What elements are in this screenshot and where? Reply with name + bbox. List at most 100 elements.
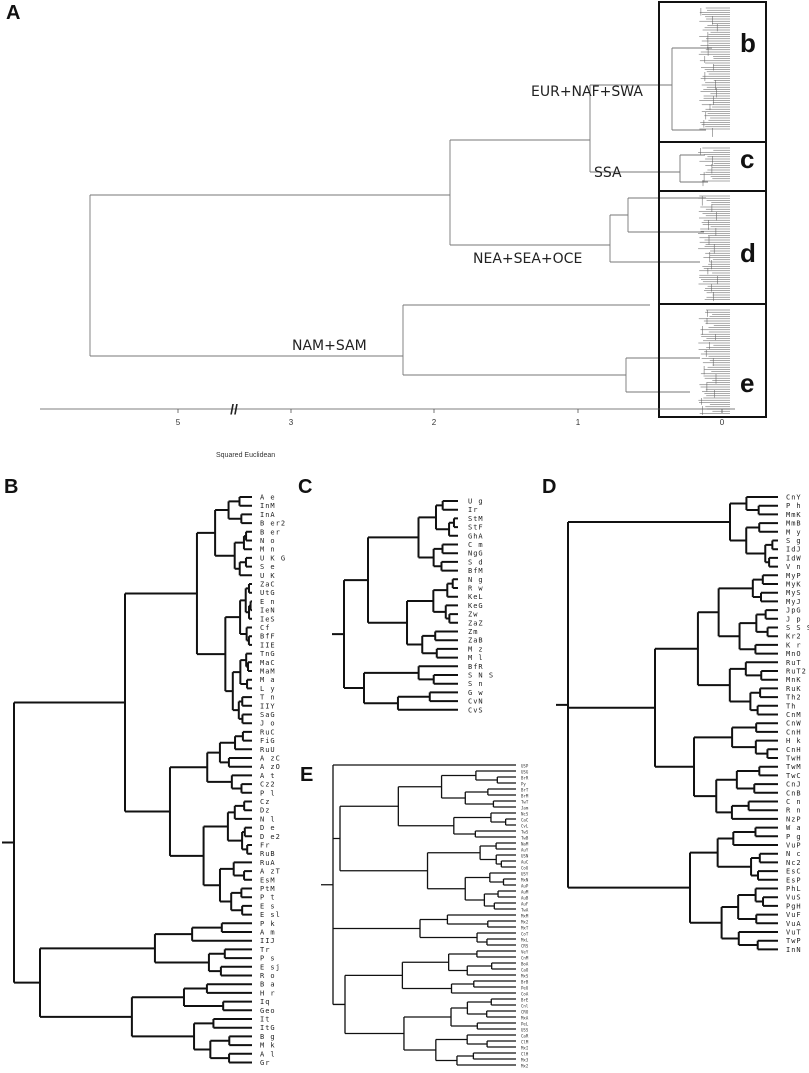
- axis-tick-5: 5: [176, 418, 181, 427]
- tree-d-leaf-label: H k: [786, 737, 802, 745]
- tree-c-leaf-label: KeL: [468, 593, 484, 601]
- tree-d-leaf-label: Nc2: [786, 859, 802, 867]
- tree-c-leaf-label: GhA: [468, 532, 484, 540]
- leaf-bundle-2: [698, 195, 730, 302]
- tree-d-leaf-label: VuS: [786, 894, 802, 902]
- tree-c-leaf-label: M l: [468, 654, 484, 662]
- tree-e-leaf-label: Cnl: [521, 1004, 529, 1009]
- panel-letter-d: D: [542, 476, 557, 498]
- tree-b-leaf-label: E sj: [260, 963, 281, 971]
- box-label-e: e: [740, 368, 754, 398]
- tree-b-leaf-label: N l: [260, 815, 276, 823]
- tree-d-leaf-label: VuA: [786, 920, 802, 928]
- tree-b-leaf-label: MaM: [260, 668, 276, 676]
- tree-d-leaf-label: MmK: [786, 511, 802, 519]
- tree-d-leaf-label: IdW: [786, 554, 802, 562]
- tree-b-leaf-label: Cf: [260, 624, 270, 632]
- tree-e-leaf-label: PeL: [521, 1022, 529, 1027]
- tree-c-leaf-label: BfM: [468, 567, 484, 575]
- tree-b-leaf-label: Tr: [260, 946, 270, 954]
- axis-tick-2: 2: [432, 418, 437, 427]
- tree-d-leaf-label: PhL: [786, 885, 802, 893]
- tree-b-branches: [2, 496, 252, 1064]
- tree-e-leaf-label: BrM: [521, 794, 529, 799]
- tree-d-leaf-label: VuF: [786, 911, 802, 919]
- tree-e-leaf-label: USG: [521, 770, 529, 775]
- tree-b-leaf-label: A zT: [260, 868, 281, 876]
- tree-e-leaf-label: CRO: [521, 1010, 529, 1015]
- tree-b-leaf-label: L y: [260, 685, 276, 693]
- tree-d-leaf-label: EsP: [786, 876, 802, 884]
- box-e: [658, 303, 767, 418]
- tree-d-leaf-label: IdJ: [786, 546, 802, 554]
- dendrogram-e: [321, 764, 516, 1066]
- clade-label-eur: EUR+NAF+SWA: [531, 84, 643, 100]
- box-label-b: b: [740, 28, 756, 58]
- tree-e-leaf-label: MxL: [521, 938, 529, 943]
- root-branch: [89, 194, 450, 357]
- eur-clade: [671, 47, 712, 131]
- leaf-labels-e: USPUSGBrRPyBrTBrMTwTJamNcSCaCCvLTwSTwBNa…: [521, 764, 529, 1069]
- leaf-bundle-3: [698, 309, 730, 415]
- tree-e-leaf-label: CoA: [521, 992, 529, 997]
- tree-b-leaf-label: J o: [260, 720, 276, 728]
- tree-e-leaf-label: CvL: [521, 824, 529, 829]
- tree-d-leaf-label: NzP: [786, 815, 802, 823]
- tree-b-leaf-label: Iq: [260, 998, 270, 1006]
- tree-b-leaf-label: Cz: [260, 798, 270, 806]
- tree-e-leaf-label: ClH: [521, 1052, 529, 1057]
- tree-e-leaf-label: Mx3: [521, 1058, 529, 1063]
- tree-e-leaf-label: BrE: [521, 998, 529, 1003]
- tree-d-leaf-label: Kr2: [786, 633, 802, 641]
- tree-d-leaf-label: TwC: [786, 772, 802, 780]
- tree-b-leaf-label: ItG: [260, 1024, 276, 1032]
- tree-b-leaf-label: IeN: [260, 607, 276, 615]
- tree-e-leaf-label: USY: [521, 872, 529, 877]
- tree-b-leaf-label: B er: [260, 528, 281, 536]
- tree-d-leaf-label: S S S: [786, 624, 809, 632]
- tree-e-leaf-label: USS: [521, 1028, 529, 1033]
- tree-e-leaf-label: TwS: [521, 830, 529, 835]
- leaf-bundle-1: [698, 147, 730, 187]
- tree-d-leaf-label: MyP: [786, 572, 802, 580]
- tree-d-leaf-label: M y: [786, 528, 802, 536]
- tree-c-leaf-label: StF: [468, 524, 484, 532]
- tree-d-leaf-label: C n: [786, 798, 802, 806]
- clade-label-nea: NEA+SEA+OCE: [473, 251, 582, 267]
- axis-tick-0: 0: [720, 418, 725, 427]
- tree-e-leaf-label: MxS: [521, 974, 529, 979]
- tree-e-leaf-label: CnM: [521, 956, 529, 961]
- tree-d-leaf-label: RuT: [786, 659, 802, 667]
- tree-e-leaf-label: USN: [521, 854, 529, 859]
- tree-d-leaf-label: P g: [786, 833, 802, 841]
- tree-b-leaf-label: FiG: [260, 737, 276, 745]
- tree-e-leaf-label: CaR: [521, 1034, 529, 1039]
- tree-e-leaf-label: MxI: [521, 1046, 529, 1051]
- tree-c-leaf-label: C m: [468, 541, 484, 549]
- tree-e-leaf-label: MxM: [521, 914, 529, 919]
- tree-b-leaf-label: A e: [260, 494, 276, 502]
- tree-c-leaf-label: BfR: [468, 663, 484, 671]
- tree-e-leaf-label: TwA: [521, 908, 529, 913]
- tree-b-leaf-label: S e: [260, 563, 276, 571]
- tree-d-leaf-label: S g: [786, 537, 802, 545]
- tree-b-leaf-label: IIY: [260, 702, 276, 710]
- tree-b-leaf-label: InA: [260, 511, 276, 519]
- tree-c-leaf-label: S n: [468, 680, 484, 688]
- tree-d-leaf-label: JpG: [786, 607, 802, 615]
- dendrogram-d: [556, 496, 778, 951]
- tree-d-leaf-label: VuT: [786, 929, 802, 937]
- box-label-c: c: [740, 144, 754, 174]
- tree-e-leaf-label: CRS: [521, 944, 529, 949]
- axis-label: Squared Euclidean: [216, 452, 275, 459]
- tree-e-leaf-label: MxT: [521, 926, 529, 931]
- tree-d-leaf-label: K r: [786, 641, 802, 649]
- tree-c-leaf-label: KeG: [468, 602, 484, 610]
- tree-c-leaf-label: M z: [468, 645, 484, 653]
- tree-d-leaf-label: R n: [786, 807, 802, 815]
- tree-e-leaf-label: BrB: [521, 980, 529, 985]
- tree-c-leaf-label: CvN: [468, 698, 484, 706]
- tree-d-leaf-label: CnM: [786, 711, 802, 719]
- tree-c-leaf-label: U g: [468, 498, 484, 506]
